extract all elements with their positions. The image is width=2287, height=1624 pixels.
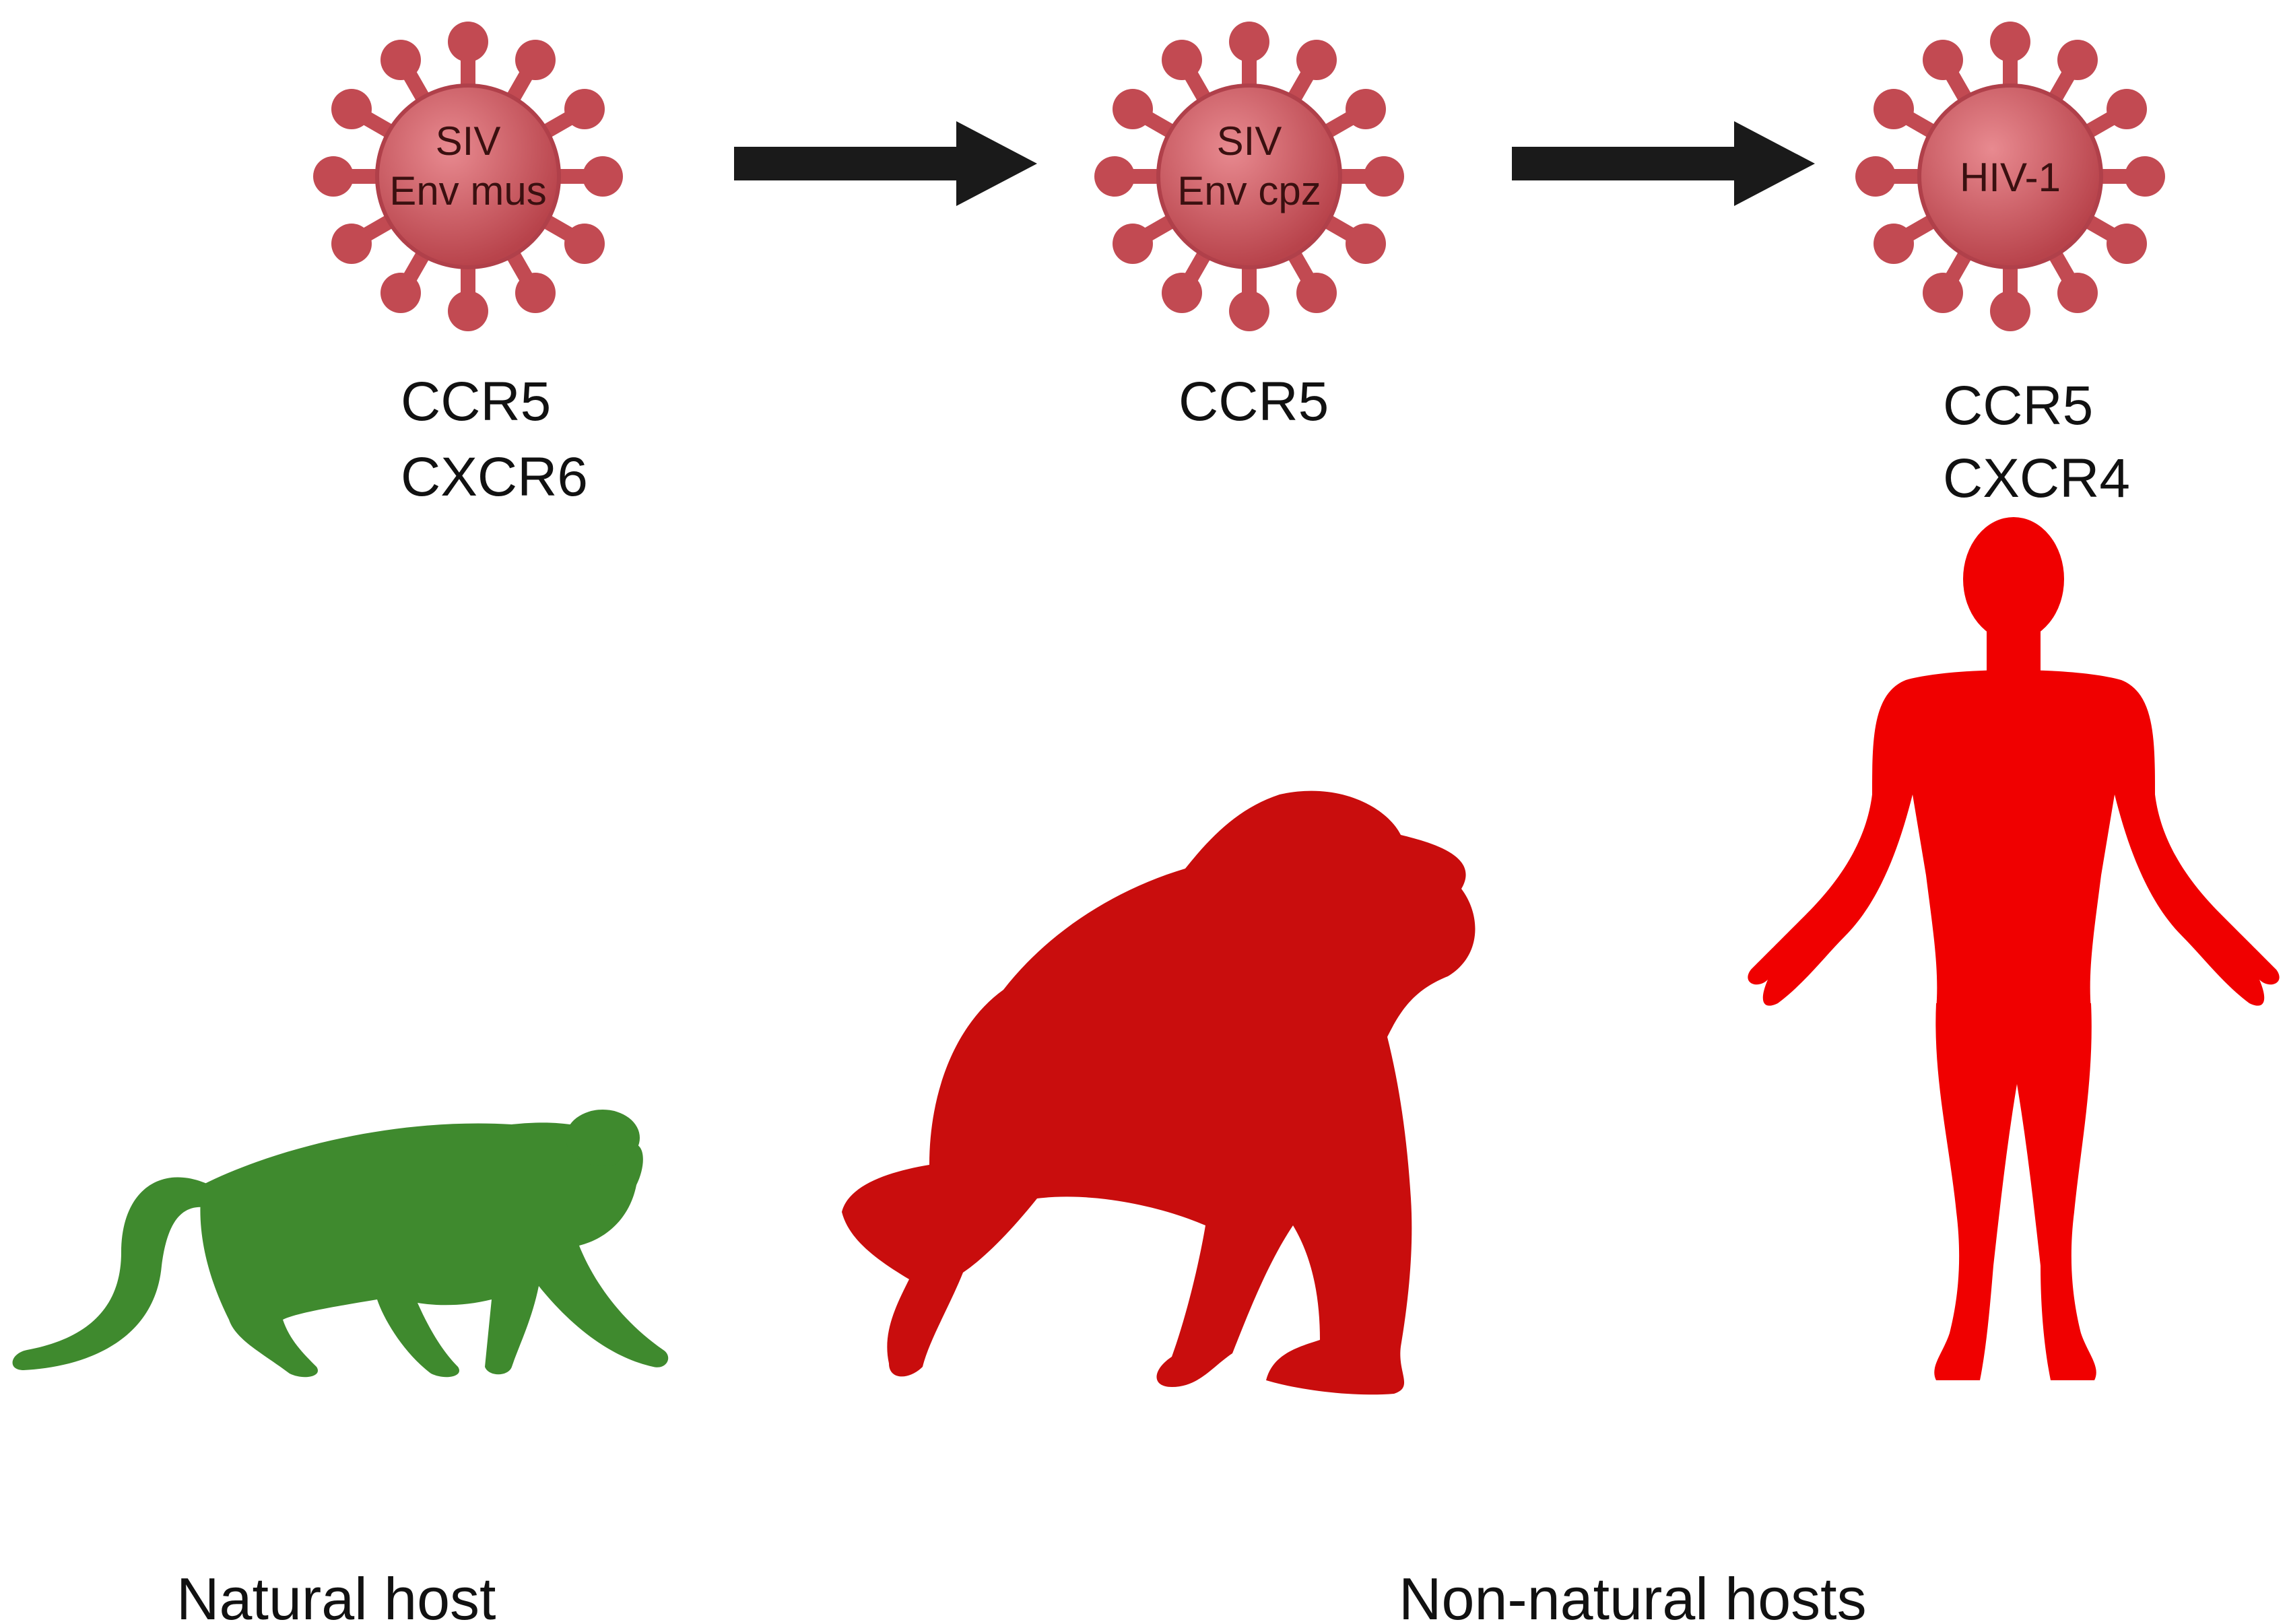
virus-line-2: Env cpz xyxy=(1177,168,1321,213)
virus-line-1: HIV-1 xyxy=(1960,155,2061,200)
monkey-icon xyxy=(12,1110,669,1378)
virus-line-1: SIV xyxy=(1217,119,1282,164)
receptor-label: CCR5 xyxy=(401,371,551,432)
arrow-right-icon xyxy=(734,121,1037,206)
non-natural-hosts-label: Non-natural hosts xyxy=(1399,1565,1867,1624)
virus-line-2: Env mus xyxy=(389,168,546,213)
receptor-label: CXCR4 xyxy=(1943,448,2130,509)
human-icon xyxy=(1748,517,2280,1380)
arrow-right-icon xyxy=(1512,121,1815,206)
virus-siv-mus: SIV Env mus xyxy=(313,22,623,331)
virus-line-1: SIV xyxy=(436,119,501,164)
receptor-label: CXCR6 xyxy=(401,446,588,508)
chimpanzee-icon xyxy=(842,790,1476,1395)
virus-siv-cpz: SIV Env cpz xyxy=(1094,22,1404,331)
receptor-label: CCR5 xyxy=(1943,375,2093,436)
virus-hiv-1: HIV-1 xyxy=(1855,22,2165,331)
receptor-label: CCR5 xyxy=(1179,371,1329,432)
natural-host-label: Natural host xyxy=(176,1565,496,1624)
